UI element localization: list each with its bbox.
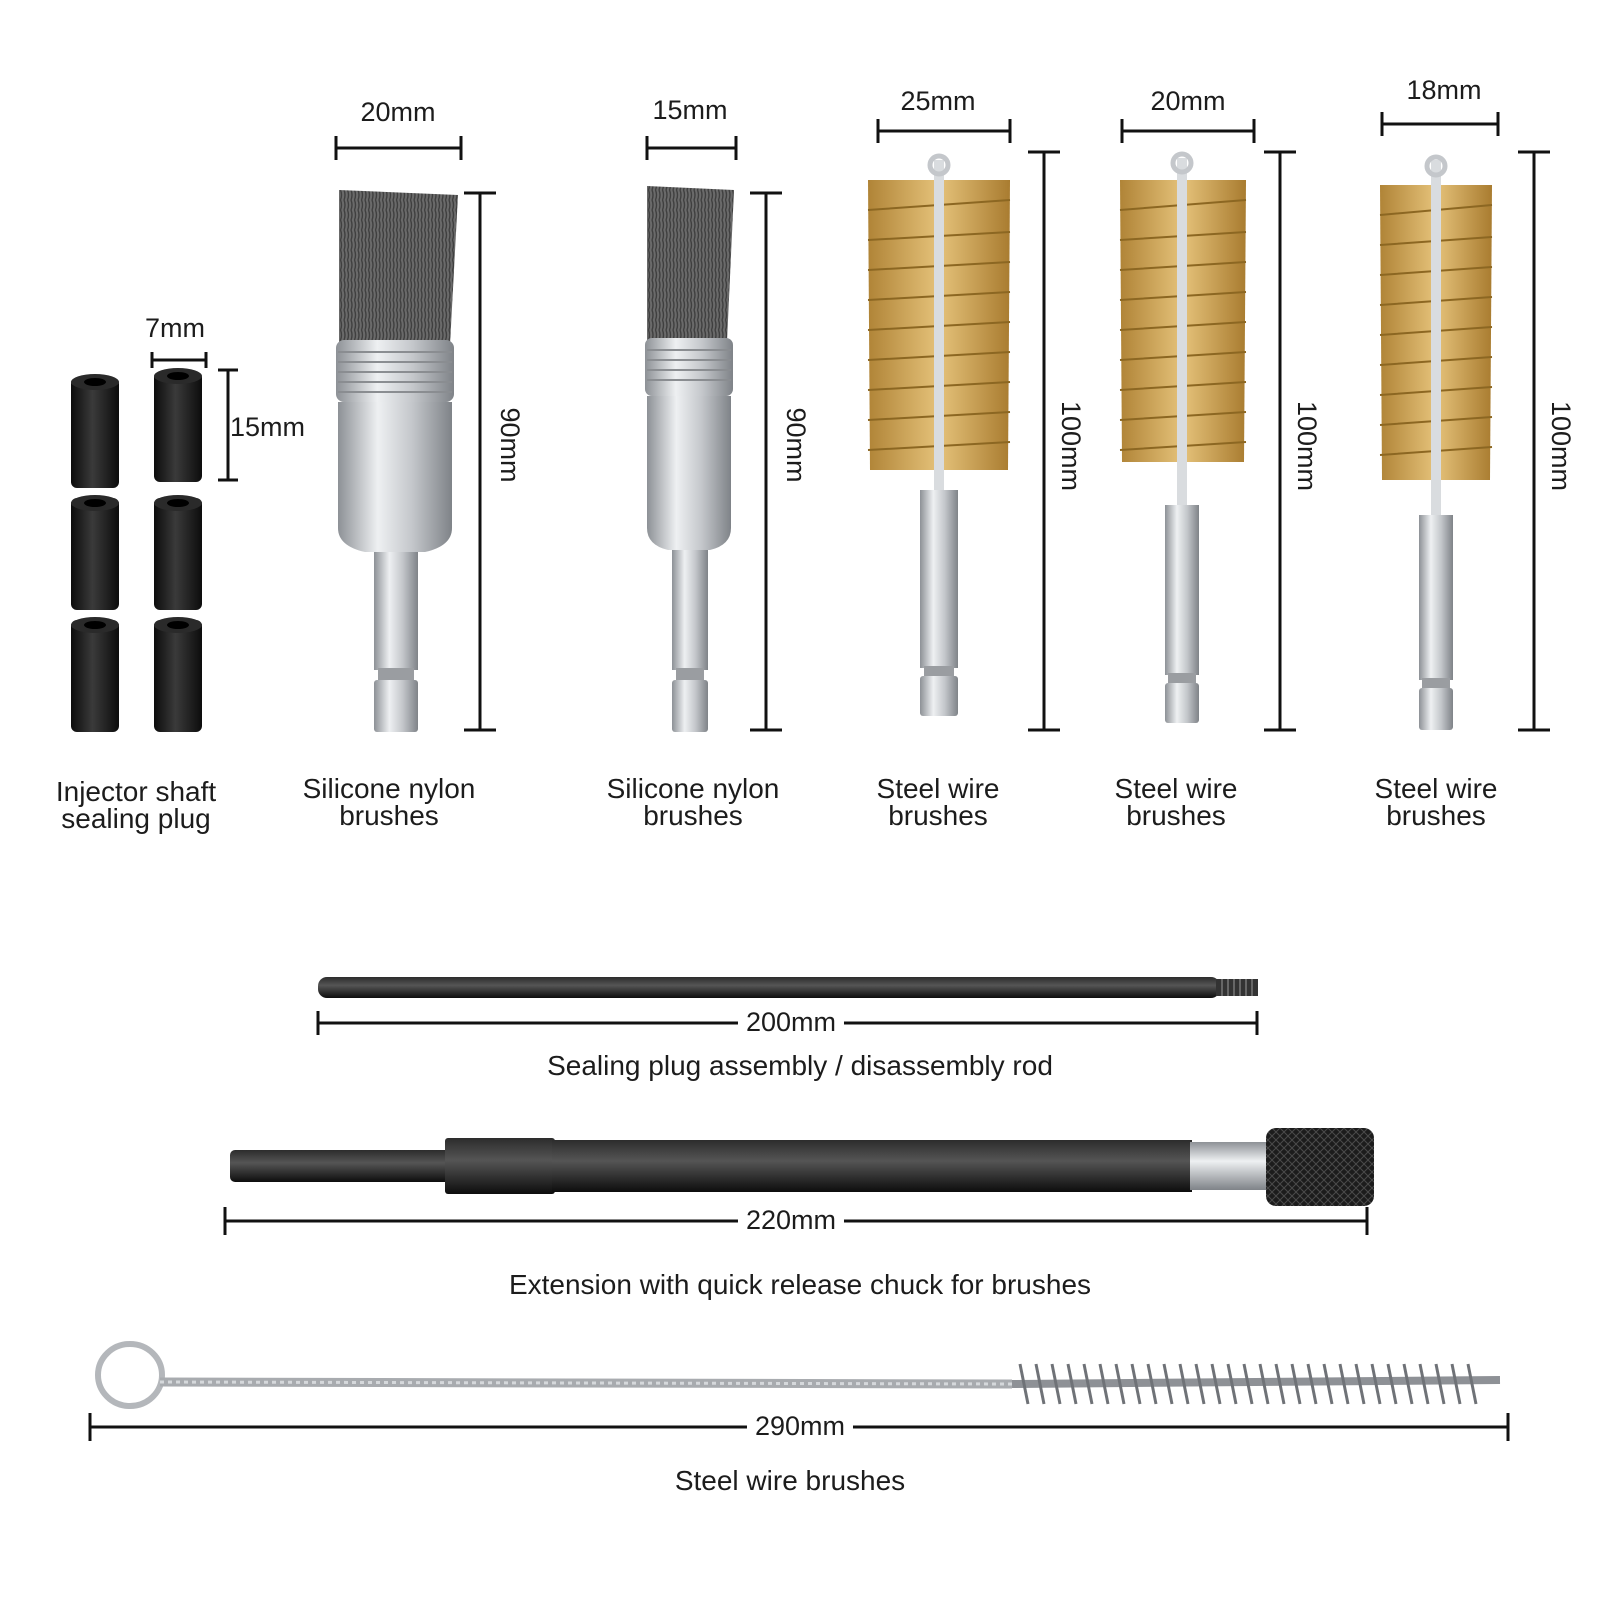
- sealing-plugs: [71, 368, 202, 732]
- wire-25-width-text: 25mm: [892, 86, 984, 116]
- sealing-plug: [71, 617, 119, 732]
- nylon-large-label-line1: Silicone nylon: [302, 773, 476, 804]
- wire-18-height-text: 100mm: [1546, 400, 1576, 492]
- wire-18-width-text: 18mm: [1398, 75, 1490, 105]
- nylon-large-height-text: 90mm: [495, 407, 525, 483]
- rod-length-text: 200mm: [737, 1007, 845, 1037]
- nylon-brush-small: [645, 186, 734, 732]
- wire-18-label: Steel wire brushes: [1356, 773, 1516, 831]
- wire-20-label-line1: Steel wire: [1114, 773, 1238, 804]
- rod-label-text: Sealing plug assembly / disassembly rod: [547, 1050, 1053, 1081]
- wire-25-label-line1: Steel wire: [876, 773, 1000, 804]
- nylon-large-label: Silicone nylon brushes: [284, 773, 494, 831]
- dimension-lines: [88, 112, 1550, 1441]
- nylon-large-label-line2: brushes: [339, 800, 439, 831]
- sealing-plug: [71, 495, 119, 610]
- rod-label: Sealing plug assembly / disassembly rod: [400, 1050, 1200, 1081]
- wire-brush-25: [867, 153, 1011, 716]
- extension-tool: [230, 1128, 1374, 1206]
- nylon-small-width-text: 15mm: [644, 95, 736, 125]
- wire-18-label-line2: brushes: [1386, 800, 1486, 831]
- plug-label: Injector shaft sealing plug: [36, 776, 236, 834]
- plug-label-line1: Injector shaft: [55, 776, 217, 807]
- long-brush-length-text: 290mm: [746, 1411, 854, 1441]
- extension-label-text: Extension with quick release chuck for b…: [508, 1269, 1092, 1300]
- nylon-large-width-text: 20mm: [352, 97, 444, 127]
- nylon-brush-large: [336, 190, 458, 732]
- plug-label-line2: sealing plug: [61, 803, 211, 834]
- nylon-small-height-text: 90mm: [781, 407, 811, 483]
- wire-25-label: Steel wire brushes: [858, 773, 1018, 831]
- wire-18-label-line1: Steel wire: [1374, 773, 1498, 804]
- extension-label: Extension with quick release chuck for b…: [400, 1269, 1200, 1300]
- sealing-plug: [154, 368, 202, 482]
- plug-width-text: 7mm: [137, 313, 213, 343]
- nylon-small-label-line1: Silicone nylon: [606, 773, 780, 804]
- extension-length-text: 220mm: [737, 1205, 845, 1235]
- wire-25-height-text: 100mm: [1056, 400, 1086, 492]
- plug-height-text: 15mm: [230, 412, 306, 442]
- wire-20-label-line2: brushes: [1126, 800, 1226, 831]
- wire-brush-20: [1119, 151, 1247, 723]
- nylon-small-label-line2: brushes: [643, 800, 743, 831]
- wire-brush-18: [1379, 154, 1493, 730]
- long-brush-label: Steel wire brushes: [490, 1465, 1090, 1496]
- wire-20-label: Steel wire brushes: [1096, 773, 1256, 831]
- sealing-plug: [154, 495, 202, 610]
- wire-20-width-text: 20mm: [1142, 86, 1234, 116]
- long-brush-label-text: Steel wire brushes: [674, 1465, 906, 1496]
- sealing-plug: [71, 374, 119, 488]
- sealing-plug: [154, 617, 202, 732]
- nylon-small-label: Silicone nylon brushes: [588, 773, 798, 831]
- sealing-plug-rod: [318, 977, 1258, 998]
- wire-20-height-text: 100mm: [1292, 400, 1322, 492]
- long-wire-brush: [95, 1341, 1501, 1409]
- wire-25-label-line2: brushes: [888, 800, 988, 831]
